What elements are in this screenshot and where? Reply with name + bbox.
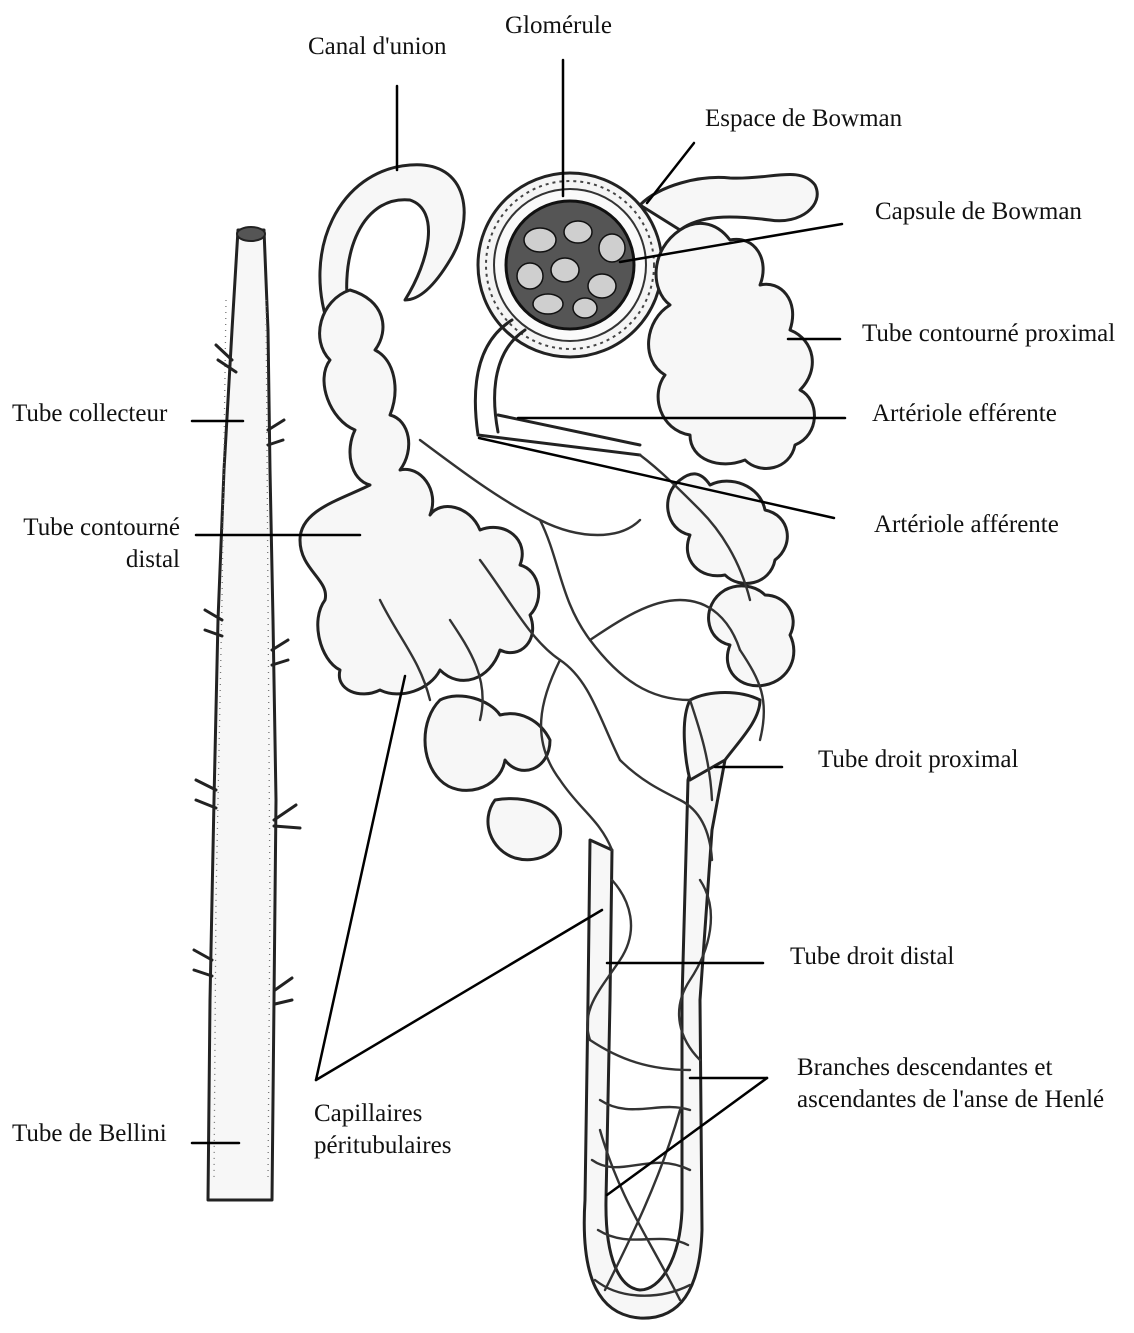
loop-of-henle	[584, 693, 760, 1319]
label-tube-collecteur: Tube collecteur	[12, 398, 167, 430]
label-capillaires-peritubulaires: Capillaires péritubulaires	[314, 1098, 451, 1162]
label-tube-bellini: Tube de Bellini	[12, 1118, 167, 1150]
label-capillaires-line1: Capillaires	[314, 1098, 451, 1130]
label-canal-union: Canal d'union	[308, 31, 447, 63]
label-branches-henle-line1: Branches descendantes et	[797, 1052, 1104, 1084]
label-tube-contourne-proximal: Tube contourné proximal	[862, 318, 1115, 350]
label-tube-droit-distal: Tube droit distal	[790, 941, 954, 973]
collecting-duct	[194, 227, 300, 1200]
label-arteriole-efferente: Artériole efférente	[872, 398, 1057, 430]
label-tube-contourne-distal-line2: distal	[12, 544, 180, 576]
label-capsule-bowman: Capsule de Bowman	[875, 196, 1082, 228]
proximal-convoluted-tubule	[649, 223, 815, 685]
label-tube-droit-proximal: Tube droit proximal	[818, 744, 1018, 776]
label-branches-henle-line2: ascendantes de l'anse de Henlé	[797, 1084, 1104, 1116]
label-tube-contourne-distal: Tube contourné distal	[12, 512, 180, 576]
label-capillaires-line2: péritubulaires	[314, 1130, 451, 1162]
label-arteriole-afferente: Artériole afférente	[874, 509, 1059, 541]
label-tube-contourne-distal-line1: Tube contourné	[12, 512, 180, 544]
label-glomerule: Glomérule	[505, 10, 612, 42]
label-espace-bowman: Espace de Bowman	[705, 103, 902, 135]
label-branches-henle: Branches descendantes et ascendantes de …	[797, 1052, 1104, 1116]
distal-convoluted-tubule	[300, 290, 561, 860]
